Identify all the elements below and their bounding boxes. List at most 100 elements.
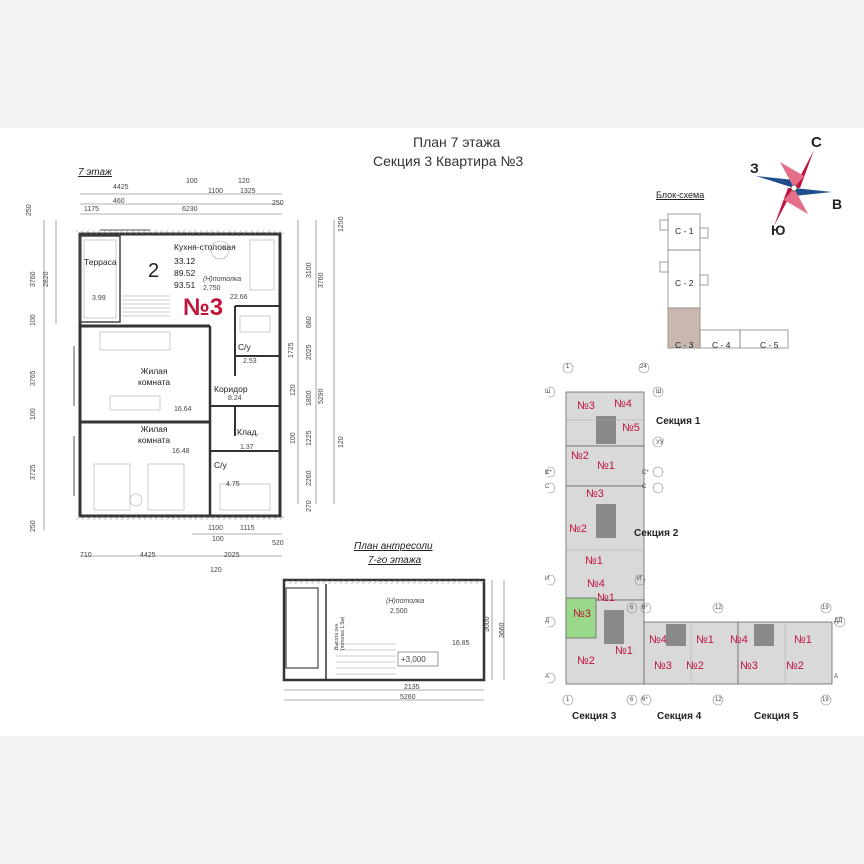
dim-right-in-7: 100: [290, 432, 297, 444]
block-c4: С - 4: [712, 340, 731, 350]
mezzanine-dim-lines: [284, 580, 505, 701]
axis-bottom-6s: 6*: [642, 697, 648, 703]
axis-top-1: 1: [566, 364, 570, 370]
dim-left-3: 2820: [43, 271, 50, 287]
dim-lines-left: [43, 220, 57, 530]
axis-letter-cs: С*: [545, 470, 552, 476]
site-plan: [548, 362, 846, 706]
compass-icon: [756, 150, 832, 226]
block-c2: С - 2: [675, 278, 694, 288]
axis-letter-c2: С: [642, 484, 647, 490]
apartment-area-living: 33.12: [174, 256, 196, 266]
section-2-label: Секция 2: [634, 528, 679, 539]
s1-apt-3: №3: [577, 400, 595, 412]
dim-left-6: 100: [30, 408, 37, 420]
room-name-storage: Клад.: [237, 427, 259, 437]
dim-bottom-3: 100: [212, 536, 224, 543]
axis-letter-sh: Ш: [545, 389, 551, 395]
compass-east-label: В: [832, 196, 843, 212]
s4-apt-1: №1: [696, 634, 714, 646]
room-name-wc1: С/у: [238, 342, 251, 352]
dim-bottom-6: 4425: [140, 552, 156, 559]
s4-apt-2: №2: [686, 660, 704, 672]
dim-right-in-6: 1800: [306, 390, 313, 406]
mezzanine-ceiling-label: (H)потолка: [386, 598, 425, 605]
dim-right-out-4: 120: [338, 436, 345, 448]
page-subtitle: Секция 3 Квартира №3: [373, 153, 524, 169]
axis-mid-12: 12: [715, 605, 722, 611]
dim-right-in-10: 270: [306, 500, 313, 512]
room-area-storage: 1.37: [240, 444, 254, 451]
s2-apt-4: №4: [587, 578, 605, 590]
axis-bottom-12: 12: [715, 697, 722, 703]
s3-apt-3: №3: [573, 608, 591, 620]
dim-bottom-8: 120: [210, 567, 222, 574]
section-5-label: Секция 5: [754, 711, 799, 722]
room-name-living2: Жилая комната: [138, 424, 171, 445]
apartment-area-with-terrace: 93.51: [174, 280, 196, 290]
mezzanine-dim-bottom-2: 5260: [400, 694, 416, 701]
axis-bottom-19: 19: [822, 697, 829, 703]
ceiling-label: (H)потолка: [203, 276, 242, 283]
dim-left-4: 100: [30, 314, 37, 326]
dim-lines-right: [297, 220, 335, 504]
dim-left-7: 3725: [30, 464, 37, 480]
s3-apt-2: №2: [577, 655, 595, 667]
axis-letter-u: У: [545, 470, 549, 476]
dim-top-1: 4425: [113, 184, 129, 191]
dim-top-4: 120: [238, 178, 250, 185]
dim-right-out-2: 3760: [318, 272, 325, 288]
s3-apt-1: №1: [615, 645, 633, 657]
dim-bottom-4: 520: [272, 540, 284, 547]
axis-letter-c: С: [545, 484, 550, 490]
mezzanine-area: 16.85: [452, 640, 470, 647]
dim-right-in-9: 2260: [306, 470, 313, 486]
dim-top-6: 1175: [84, 206, 100, 213]
mezzanine-dim-right-2: 3660: [499, 622, 506, 638]
dim-top-8: 6230: [182, 206, 198, 213]
s5-apt-2: №2: [786, 660, 804, 672]
dim-right-out-1: 1250: [338, 216, 345, 232]
dim-right-in-2: 680: [306, 316, 313, 328]
axis-letter-uu: УУ: [656, 440, 664, 446]
s1-apt-4: №4: [614, 398, 632, 410]
room-area-terrace: 3.99: [92, 295, 106, 302]
dim-lines-top: [80, 193, 282, 215]
axis-mid-6: 6: [630, 605, 634, 611]
mezzanine-plan: [282, 578, 486, 682]
ceiling-value: 2,750: [203, 285, 221, 292]
room-name-terrace: Терраса: [84, 257, 117, 267]
s5-apt-4: №4: [730, 634, 748, 646]
dim-top-7: 460: [113, 198, 125, 205]
axis-letter-d: Д: [545, 618, 550, 624]
dim-bottom-5: 710: [80, 552, 92, 559]
s2-apt-3: №3: [586, 488, 604, 500]
compass-west-label: З: [750, 160, 759, 176]
axis-top-24: 24: [640, 364, 647, 370]
apartment-floor-plan: [73, 229, 284, 520]
room-area-living2: 16.48: [172, 448, 190, 455]
block-c5: С - 5: [760, 340, 779, 350]
mezzanine-dim-bottom-1: 2135: [404, 684, 420, 691]
room-area-living1: 16.64: [174, 406, 192, 413]
mezzanine-subtitle: 7-го этажа: [368, 555, 422, 566]
axis-mid-6s: 6*: [642, 605, 648, 611]
section-3-label: Секция 3: [572, 711, 617, 722]
page-title: План 7 этажа: [413, 134, 501, 150]
room-area-corridor: 8.24: [228, 395, 242, 402]
dim-left-5: 3765: [30, 370, 37, 386]
axis-letter-a: А: [545, 674, 550, 680]
block-c3: С - 3: [675, 340, 694, 350]
room-area-wc2: 4.75: [226, 481, 240, 488]
room-name-living1: Жилая комната: [138, 366, 171, 387]
apartment-area-total: 89.52: [174, 268, 196, 278]
compass-south-label: Ю: [771, 222, 786, 238]
axis-letter-a2: А: [834, 674, 839, 680]
room-area-wc1: 2.53: [243, 358, 257, 365]
dim-left-8: 250: [30, 520, 37, 532]
mezzanine-level: +3,000: [401, 655, 426, 664]
dim-right-in-4: 2025: [306, 344, 313, 360]
s5-apt-1: №1: [794, 634, 812, 646]
dim-top-3: 1100: [208, 188, 224, 195]
mezzanine-title: План антресоли: [354, 541, 433, 552]
